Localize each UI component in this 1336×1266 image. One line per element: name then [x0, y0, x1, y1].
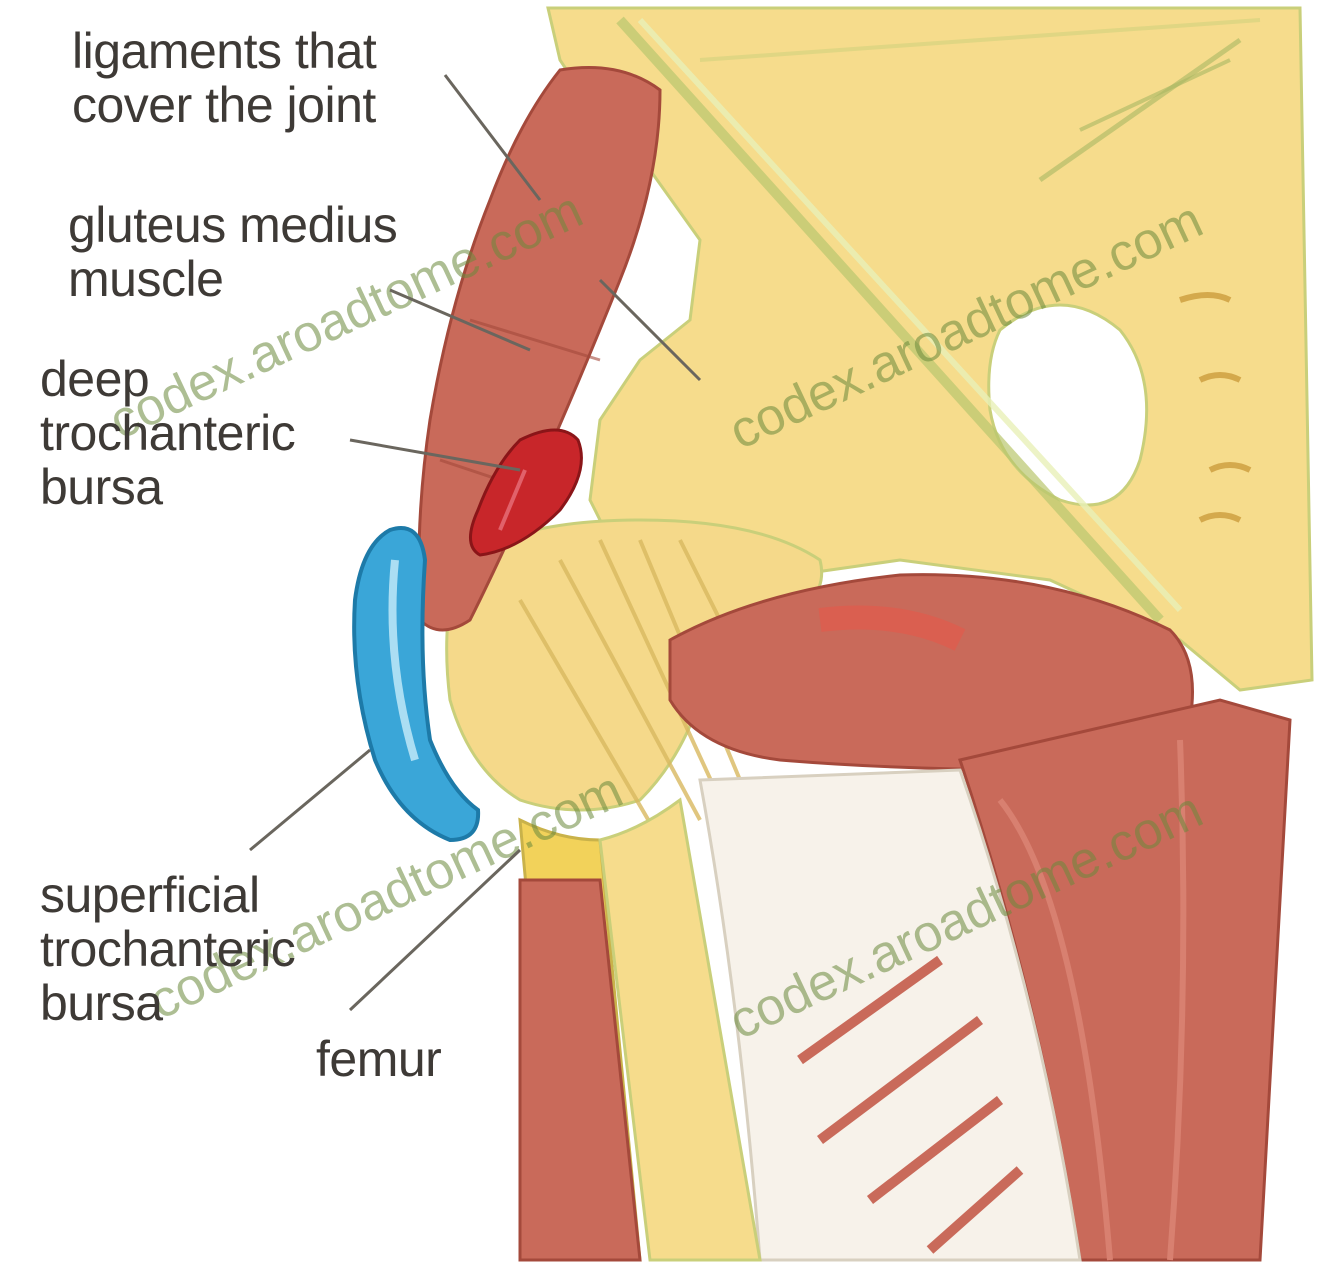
label-superficial-trochanteric-bursa: superficial trochanteric bursa	[40, 868, 295, 1030]
label-ligaments: ligaments that cover the joint	[72, 24, 376, 132]
label-femur: femur	[316, 1032, 441, 1086]
label-deep-trochanteric-bursa: deep trochanteric bursa	[40, 352, 295, 514]
label-gluteus-medius: gluteus medius muscle	[68, 198, 397, 306]
